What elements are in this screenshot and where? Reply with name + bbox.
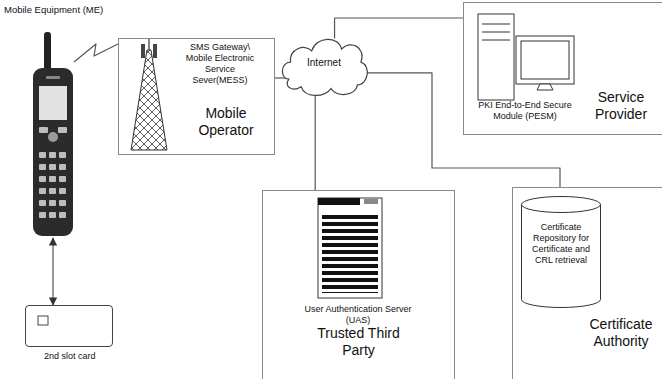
- service-provider-box: PKI End-to-End Secure Module (PESM)Servi…: [463, 2, 662, 135]
- drive-bay: [482, 32, 510, 33]
- drive-bay: [482, 40, 510, 41]
- text-slot: Internet: [290, 57, 358, 69]
- component-label: Mobile Equipment (ME): [4, 4, 119, 16]
- network-link: [335, 18, 463, 39]
- phone-body: [33, 68, 73, 236]
- component-label: PKI End-to-End Secure Module (PESM): [468, 100, 582, 122]
- tower-mast: [148, 38, 149, 50]
- text-slot: Mobile Operator: [179, 105, 273, 139]
- group-title: Mobile Operator: [179, 105, 273, 139]
- tower-antenna: [141, 44, 145, 58]
- text-slot: Service Provider: [580, 89, 662, 123]
- text-slot: Certificate Repository for Certificate a…: [526, 222, 596, 266]
- tower-lattice: [131, 50, 167, 150]
- component-label: SMS Gateway\ Mobile Electronic Service S…: [181, 42, 259, 86]
- text-slot: Mobile Equipment (ME): [4, 4, 119, 16]
- phone-softkey: [58, 127, 67, 133]
- phone-earpiece: [46, 76, 60, 79]
- computer-case: [478, 14, 514, 100]
- certificate-repository: Certificate Repository for Certificate a…: [521, 196, 601, 308]
- trusted-third-party-box: User Authentication Server (UAS)Trusted …: [262, 190, 455, 379]
- phone-screen: [39, 86, 67, 120]
- text-slot: Certificate Authority: [581, 316, 661, 350]
- server-panel: [364, 199, 378, 204]
- server: [318, 198, 382, 298]
- mobile-equipment: Mobile Equipment (ME): [32, 28, 74, 238]
- text-slot: User Authentication Server (UAS): [293, 304, 423, 326]
- cylinder-rim: [522, 205, 601, 213]
- cloud-outline: [282, 39, 367, 95]
- text-slot: Trusted Third Party: [301, 325, 416, 359]
- network-link: [74, 44, 118, 62]
- server-slots: [322, 215, 378, 293]
- double-arrow: [52, 238, 53, 305]
- monitor: [516, 36, 574, 84]
- component-label: User Authentication Server (UAS): [293, 304, 423, 326]
- mobile-operator-box: SMS Gateway\ Mobile Electronic Service S…: [118, 38, 275, 155]
- cylinder-outline: [522, 197, 601, 308]
- text-slot: SMS Gateway\ Mobile Electronic Service S…: [181, 42, 259, 86]
- group-title: Trusted Third Party: [301, 325, 416, 359]
- radio-tower: [131, 38, 167, 150]
- sim-card: 2nd slot card: [25, 305, 113, 347]
- text-slot: 2nd slot card: [44, 351, 119, 362]
- tower-antenna: [153, 44, 157, 58]
- phone-softkey: [39, 127, 48, 133]
- network-link: [315, 94, 316, 190]
- card-chip: [38, 316, 48, 325]
- certificate-authority-box: Certificate Authority Certificate Reposit…: [512, 187, 662, 379]
- server-case: [318, 198, 382, 298]
- phone-antenna: [44, 32, 51, 72]
- group-title: Service Provider: [580, 89, 662, 123]
- monitor-screen: [521, 41, 569, 79]
- component-label: Certificate Repository for Certificate a…: [526, 222, 596, 266]
- phone-navkey: [48, 132, 58, 142]
- monitor-stand: [537, 84, 553, 90]
- computer: [478, 14, 574, 100]
- component-label: 2nd slot card: [44, 351, 119, 362]
- mobile-phone: [33, 32, 73, 236]
- component-label: Internet: [290, 57, 358, 69]
- drive-bay: [482, 24, 510, 25]
- group-title: Certificate Authority: [581, 316, 661, 350]
- internet-cloud: Internet: [280, 32, 368, 98]
- phone-keypad: [38, 150, 68, 222]
- server-panel: [318, 198, 360, 205]
- text-slot: PKI End-to-End Secure Module (PESM): [468, 100, 582, 122]
